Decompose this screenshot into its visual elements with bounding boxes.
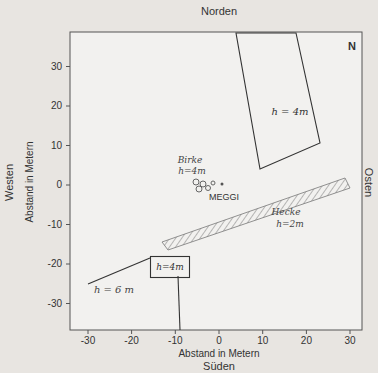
region-outline (236, 33, 322, 173)
hedge-band (162, 178, 350, 250)
handwritten-note: h = 6 m (94, 285, 134, 295)
birch-scribble (193, 179, 215, 192)
compass-label: Süden (203, 361, 235, 372)
tick-marks (66, 67, 350, 335)
tick-label: 20 (301, 336, 312, 346)
place-name: MEGGI (209, 193, 239, 202)
tick-label: 20 (51, 101, 62, 111)
tick-label: -30 (48, 299, 62, 309)
tick-label: 30 (51, 62, 62, 72)
axis-title: Abstand in Metern (178, 349, 259, 359)
tick-label: -10 (168, 336, 182, 346)
area-region: h=4m (150, 256, 190, 278)
tick-label: 0 (216, 336, 222, 346)
tick-label: 0 (56, 180, 62, 190)
plot-frame (70, 32, 362, 330)
handwritten-note: Birke (178, 156, 203, 165)
compass-label: Westen (5, 163, 16, 200)
meggi-point (221, 183, 224, 186)
handwritten-note: Hecke (272, 208, 301, 217)
compass-label: Norden (201, 6, 237, 17)
tick-label: -30 (81, 336, 95, 346)
axis-title: Abstand in Metern (25, 141, 35, 222)
handwritten-note: h=2m (276, 220, 304, 229)
tick-label: -10 (48, 220, 62, 230)
region-label: h = 4m (271, 106, 308, 117)
region-label: h=4m (156, 262, 184, 272)
tick-label: 10 (257, 336, 268, 346)
compass-label: Osten (363, 167, 374, 196)
area-region: h = 4m (236, 33, 322, 173)
tick-label: -20 (48, 259, 62, 269)
handwritten-note: h=4m (178, 167, 206, 176)
tick-label: -20 (124, 336, 138, 346)
tick-label: 10 (51, 141, 62, 151)
north-mark: N (348, 41, 356, 52)
tick-label: 30 (344, 336, 355, 346)
